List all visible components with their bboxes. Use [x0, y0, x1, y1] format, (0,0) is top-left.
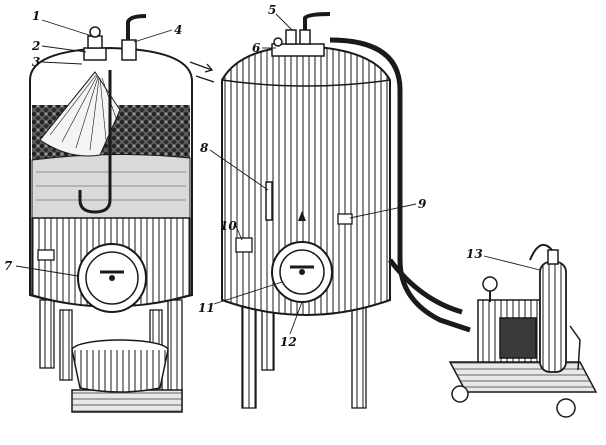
- callout-2: 2: [31, 39, 40, 53]
- spray-cone: [39, 71, 121, 157]
- callout-5: 5: [268, 3, 276, 17]
- sample-valve[interactable]: [337, 213, 353, 225]
- right-tank-manhole-door[interactable]: [271, 241, 333, 303]
- drain-tap[interactable]: [235, 237, 253, 253]
- callout-6: 6: [252, 41, 261, 55]
- flow-arrows: [189, 61, 215, 83]
- callout-labels: 1 2 3 4 5 6 7 8 9 10 11 12 13: [4, 3, 483, 349]
- callout-9: 9: [418, 197, 427, 211]
- callout-4: 4: [174, 23, 182, 37]
- callout-1: 1: [32, 9, 40, 23]
- callout-13: 13: [466, 247, 483, 261]
- level-gauge: [265, 181, 273, 221]
- callout-10: 10: [220, 219, 237, 233]
- cart-wheel: [556, 398, 576, 418]
- left-tank: [29, 14, 193, 411]
- right-tank: [221, 12, 391, 409]
- wooden-tub: [71, 339, 183, 413]
- connecting-hoses: [329, 37, 471, 333]
- pump-cart: [448, 243, 598, 418]
- left-tank-manhole-door[interactable]: [77, 243, 147, 313]
- callout-12: 12: [280, 335, 297, 349]
- callout-3: 3: [32, 55, 40, 69]
- callout-8: 8: [200, 141, 209, 155]
- pressure-gauge: [482, 276, 498, 302]
- siphon-tube: [78, 70, 112, 214]
- pump-motor: [477, 299, 541, 363]
- gas-cylinder: [539, 249, 567, 373]
- callout-7: 7: [4, 259, 13, 273]
- left-tank-top-fittings: [83, 14, 147, 61]
- leader-lines: [15, 13, 541, 335]
- right-tank-legs: [241, 299, 367, 409]
- triangle-marker: [298, 211, 306, 221]
- callout-11: 11: [198, 301, 215, 315]
- left-tank-tap[interactable]: [37, 249, 55, 261]
- cart-wheel: [451, 385, 469, 403]
- right-tank-top-fittings: [271, 12, 331, 57]
